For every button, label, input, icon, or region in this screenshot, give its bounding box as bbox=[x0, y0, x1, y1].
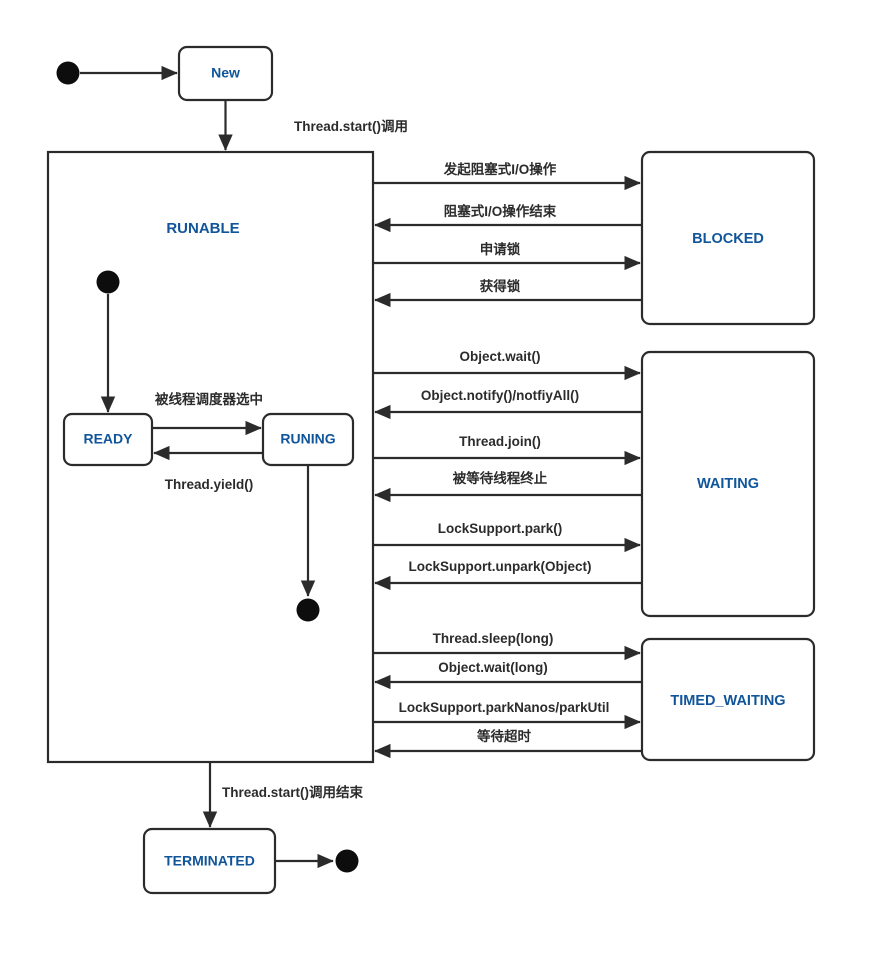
transition-timed-waiting-1-label: Object.wait(long) bbox=[438, 660, 548, 675]
transition-blocked-3-label: 获得锁 bbox=[480, 278, 521, 294]
transition-waiting-3-label: 被等待线程终止 bbox=[453, 470, 548, 486]
state-timed-waiting[interactable] bbox=[640, 637, 816, 762]
state-runable-label: RUNABLE bbox=[166, 220, 239, 237]
transition-waiting-2-label: Thread.join() bbox=[459, 434, 541, 449]
state-terminated-label: TERMINATED bbox=[164, 853, 255, 869]
state-waiting-label: WAITING bbox=[697, 476, 759, 492]
state-runing-label: RUNING bbox=[280, 431, 335, 447]
state-new-label: New bbox=[211, 65, 240, 81]
transition-timed-waiting-2-label: LockSupport.parkNanos/parkUtil bbox=[399, 700, 610, 715]
transition-runing-to-ready-label: Thread.yield() bbox=[165, 477, 254, 492]
state-timed-waiting-label: TIMED_WAITING bbox=[670, 693, 785, 709]
transition-blocked-0-label: 发起阻塞式I/O操作 bbox=[443, 161, 557, 177]
state-blocked[interactable] bbox=[640, 150, 816, 326]
final-state-node bbox=[335, 849, 359, 873]
transition-waiting-1-label: Object.notify()/notfiyAll() bbox=[421, 388, 579, 403]
state-blocked-label: BLOCKED bbox=[692, 231, 764, 247]
transition-waiting-0-label: Object.wait() bbox=[459, 349, 540, 364]
transition-blocked-2-label: 申请锁 bbox=[480, 241, 521, 257]
transition-blocked-1-label: 阻塞式I/O操作结束 bbox=[444, 203, 557, 219]
state-ready-label: READY bbox=[83, 431, 133, 447]
transition-timed-waiting-3-label: 等待超时 bbox=[477, 728, 531, 744]
final-state-node-runable bbox=[296, 598, 320, 622]
transition-new-to-runable-label: Thread.start()调用 bbox=[294, 119, 408, 134]
transition-waiting-5-label: LockSupport.unpark(Object) bbox=[408, 559, 591, 574]
transition-ready-to-runing-label: 被线程调度器选中 bbox=[155, 391, 263, 407]
state-waiting[interactable] bbox=[640, 350, 816, 618]
initial-state-node-runable bbox=[96, 270, 120, 294]
transition-timed-waiting-0-label: Thread.sleep(long) bbox=[433, 631, 554, 646]
transition-waiting-4-label: LockSupport.park() bbox=[438, 521, 563, 536]
transition-runable-to-terminated-label: Thread.start()调用结束 bbox=[222, 784, 364, 800]
state-ready[interactable] bbox=[62, 412, 154, 467]
initial-state-node bbox=[56, 61, 80, 85]
